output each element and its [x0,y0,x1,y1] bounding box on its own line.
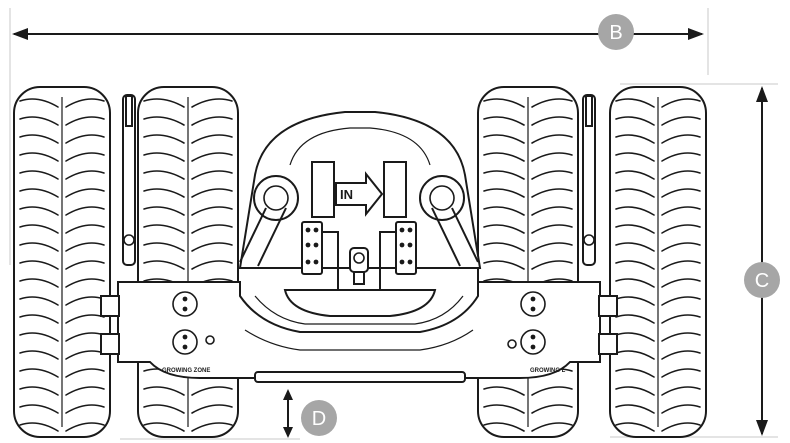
callout-b-badge [598,14,634,50]
callout-c-badge [744,262,780,298]
callout-b-label: B [609,22,622,44]
dimension-c [756,86,768,436]
chassis-frame: GROWING ZONE GROWING L [100,281,618,383]
left-side-label: GROWING ZONE [162,368,210,374]
arrowhead-bottom [756,420,768,436]
seat-assembly: IN [238,111,482,291]
arrowhead-left [12,28,28,40]
tire-rear-left [13,86,111,438]
left-wheel-hub [239,175,299,267]
tire-rear-right [609,86,707,438]
callout-d-label: D [312,408,326,430]
dimension-d [283,389,293,438]
callout-c-label: C [755,270,769,292]
arrowhead-right [688,28,704,40]
callout-d-badge [301,400,337,436]
tire-front-left [137,86,239,438]
upright-rods [122,94,596,266]
seat-left-block [311,161,335,218]
arrowhead-top [756,86,768,102]
center-hitch [349,247,369,285]
callout-c: C [744,262,780,298]
tire-front-right [477,86,579,438]
direction-arrow: IN [335,171,384,217]
left-panel-holes: GROWING ZONE [162,291,215,374]
direction-label: IN [340,187,353,202]
callout-d: D [301,400,337,436]
right-side-label: GROWING L [530,368,566,374]
right-panel-holes: GROWING L [507,291,566,374]
right-wheel-hub [419,175,479,267]
dimension-b [12,28,704,40]
mount-plates [301,221,417,291]
seat-right-block [383,161,407,218]
callout-b: B [598,14,634,50]
